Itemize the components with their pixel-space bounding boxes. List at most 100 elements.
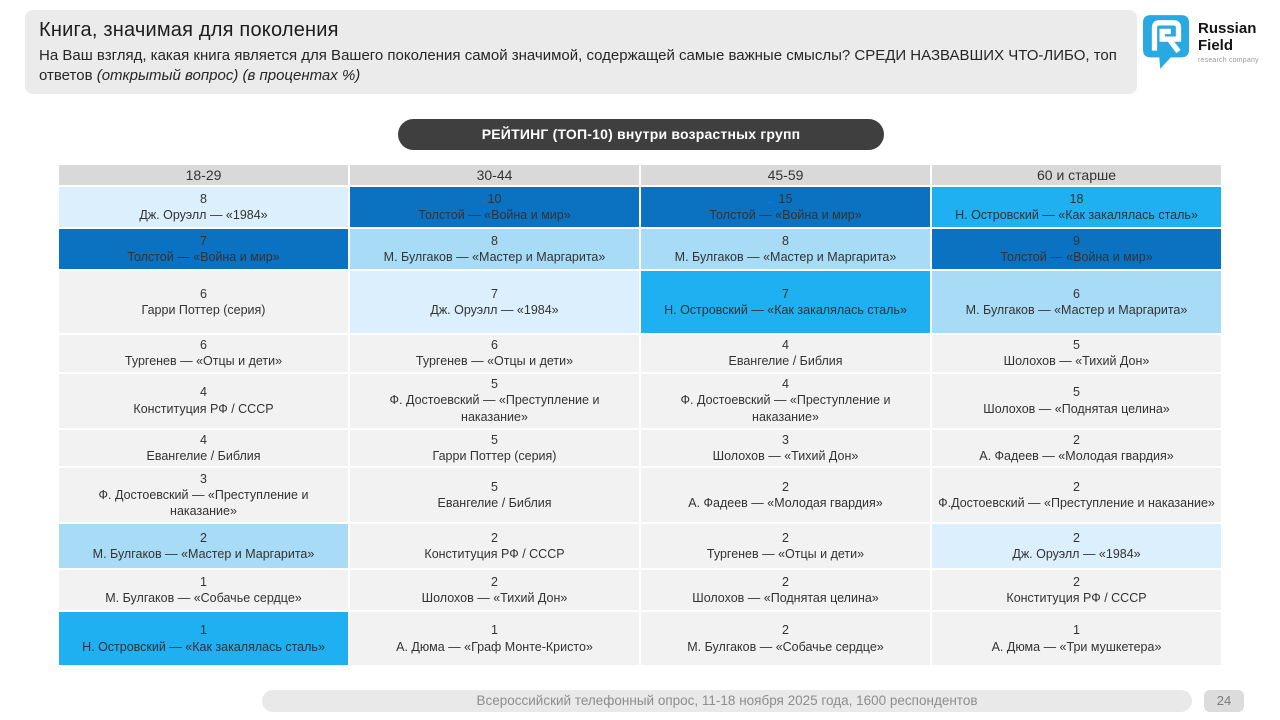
book-percent: 3 — [200, 471, 207, 486]
book-percent: 7 — [782, 286, 789, 301]
logo-line2: Field — [1198, 37, 1234, 55]
question-text-main: На Ваш взгляд, какая книга является для … — [39, 47, 1117, 85]
age-group-header: 18-29 — [57, 163, 350, 187]
book-percent: 5 — [1073, 385, 1080, 400]
book-percent: 7 — [491, 286, 498, 301]
book-percent: 10 — [487, 191, 502, 206]
book-cell: 7 Н. Островский — «Как закалялась сталь» — [639, 269, 932, 335]
book-title: Конституция РФ / СССР — [424, 547, 565, 561]
book-title: Гарри Поттер (серия) — [141, 303, 266, 317]
book-cell: 6 М. Булгаков — «Мастер и Маргарита» — [930, 269, 1223, 335]
book-percent: 9 — [1073, 233, 1080, 248]
book-title: Тургенев — «Отцы и дети» — [415, 354, 574, 369]
book-title: Конституция РФ / СССР — [1006, 591, 1147, 605]
book-percent: 5 — [1073, 338, 1080, 352]
book-percent: 2 — [782, 574, 789, 589]
book-title: А. Фадеев — «Молодая гвардия» — [688, 496, 883, 510]
book-title: Шолохов — «Поднятая целина» — [983, 401, 1170, 416]
book-title: Дж. Оруэлл — «1984» — [1012, 547, 1141, 561]
book-percent: 18 — [1069, 191, 1084, 206]
book-title: Евангелие / Библия — [728, 354, 843, 369]
question-text: На Ваш взгляд, какая книга является для … — [39, 46, 1119, 87]
book-percent: 2 — [1073, 432, 1080, 447]
book-percent: 8 — [200, 191, 207, 206]
book-percent: 6 — [200, 338, 207, 352]
book-title: М. Булгаков — «Мастер и Маргарита» — [383, 250, 606, 264]
book-percent: 2 — [491, 574, 498, 589]
book-title: Ф. Достоевский — «Преступление и наказан… — [389, 393, 600, 424]
book-title: Ф. Достоевский — «Преступление и наказан… — [680, 393, 891, 424]
book-percent: 5 — [491, 377, 498, 392]
book-cell: 18 Н. Островский — «Как закалялась сталь» — [930, 185, 1223, 229]
book-title: Тургенев — «Отцы и дети» — [706, 547, 865, 561]
logo-line1: Russian — [1198, 20, 1257, 37]
book-title: М. Булгаков — «Мастер и Маргарита» — [965, 303, 1188, 317]
book-percent: 2 — [782, 479, 789, 494]
book-percent: 1 — [200, 623, 207, 638]
book-percent: 2 — [1073, 574, 1080, 589]
book-percent: 4 — [200, 385, 207, 400]
page-number: 24 — [1204, 690, 1244, 712]
book-title: М. Булгаков — «Собачье сердце» — [687, 639, 884, 654]
book-title: Н. Островский — «Как закалялась сталь» — [664, 303, 907, 317]
book-percent: 6 — [1073, 286, 1080, 301]
rating-banner: РЕЙТИНГ (ТОП-10) внутри возрастных групп — [398, 119, 884, 150]
book-title: Дж. Оруэлл — «1984» — [430, 303, 559, 317]
book-percent: 5 — [491, 479, 498, 494]
book-title: Н. Островский — «Как закалялась сталь» — [955, 208, 1198, 222]
logo-tagline: research company — [1198, 56, 1259, 64]
book-percent: 2 — [782, 530, 789, 545]
age-group-header: 30-44 — [348, 163, 641, 187]
book-title: Тургенев — «Отцы и дети» — [124, 354, 283, 369]
book-title: Толстой — «Война и мир» — [418, 208, 571, 222]
book-title: Шолохов — «Тихий Дон» — [421, 591, 568, 605]
age-group-header: 60 и старше — [930, 163, 1223, 187]
page-title: Книга, значимая для поколения — [39, 19, 339, 41]
book-title: Шолохов — «Тихий Дон» — [1003, 354, 1150, 369]
book-title: Ф.Достоевский — «Преступление и наказани… — [938, 496, 1215, 510]
question-header: Книга, значимая для поколения На Ваш взг… — [25, 10, 1137, 94]
book-title: М. Булгаков — «Собачье сердце» — [105, 591, 302, 605]
book-title: Ф. Достоевский — «Преступление и наказан… — [98, 487, 309, 519]
book-title: Толстой — «Война и мир» — [1000, 250, 1153, 264]
book-title: Шолохов — «Поднятая целина» — [692, 591, 879, 605]
book-percent: 7 — [200, 233, 207, 248]
book-title: Евангелие / Библия — [146, 448, 261, 463]
book-percent: 2 — [491, 530, 498, 545]
question-text-note: (открытый вопрос) (в процентах %) — [96, 67, 361, 85]
book-title: Толстой — «Война и мир» — [709, 208, 862, 222]
book-title: Евангелие / Библия — [437, 496, 552, 510]
book-percent: 4 — [782, 377, 789, 392]
book-percent: 3 — [782, 432, 789, 447]
book-cell: 2 А. Фадеев — «Молодая гвардия» — [639, 466, 932, 524]
